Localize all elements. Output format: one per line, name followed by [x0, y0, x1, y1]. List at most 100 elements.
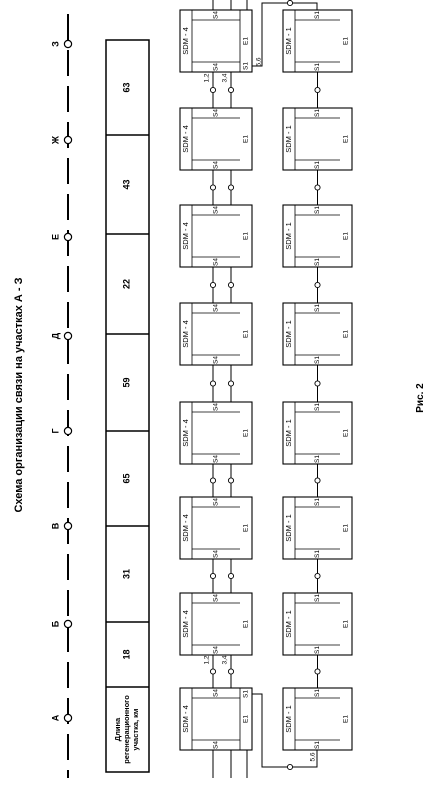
port-e1-label: E1 [243, 715, 250, 723]
section-length-value: 22 [121, 279, 131, 289]
fiber-coupler [227, 86, 235, 94]
table-header-label: регенерационного [122, 695, 131, 764]
port-e1-label: E1 [343, 715, 350, 723]
sdm1-label: SDM - 1 [284, 125, 293, 153]
fiber-coupler [209, 668, 217, 675]
port-s1-label: S1 [243, 690, 250, 698]
fiber-coupler [314, 380, 321, 387]
fiber-coupler [209, 281, 217, 289]
sdm1-label: SDM - 1 [284, 419, 293, 447]
port-e1-label: E1 [243, 524, 250, 532]
section-length-value: 59 [121, 377, 131, 387]
fiber-coupler [314, 668, 321, 675]
station-marker [63, 39, 73, 49]
port-s4-label: S4 [213, 206, 220, 214]
fiber-pair-label: 3,4 [222, 73, 229, 82]
table-header-label: участка, км [131, 708, 140, 750]
port-e1-label: E1 [243, 232, 250, 240]
sdm4-label: SDM - 4 [181, 514, 190, 542]
fiber-pair-label: 3,4 [222, 655, 229, 664]
figure-caption: Рис. 2 [415, 383, 426, 413]
port-e1-label: E1 [343, 330, 350, 338]
station-label: Д [50, 332, 60, 339]
station-marker [63, 521, 73, 531]
port-s4-label: S4 [213, 304, 220, 312]
station-label: В [50, 522, 60, 529]
sdm4-label: SDM - 4 [181, 419, 190, 447]
port-s1-label: S1 [314, 161, 321, 169]
port-e1-label: E1 [243, 135, 250, 143]
fiber-coupler [314, 86, 321, 94]
station-label: З [50, 41, 60, 47]
port-s4-label: S4 [213, 109, 220, 117]
port-e1-label: E1 [243, 37, 250, 45]
port-s4-label: S4 [213, 63, 220, 71]
fiber-coupler [209, 86, 217, 94]
sdm1-label: SDM - 1 [284, 514, 293, 542]
port-s1-label: S1 [314, 550, 321, 558]
port-s1-label: S1 [314, 11, 321, 19]
fiber-coupler [314, 281, 321, 289]
fiber-coupler [286, 0, 294, 7]
port-s1-label: S1 [314, 498, 321, 506]
station-label: Е [50, 234, 60, 240]
sdm4-label: SDM - 4 [181, 222, 190, 250]
port-e1-label: E1 [343, 232, 350, 240]
fiber-pair-label: 1,2 [204, 655, 211, 664]
sdm1-label: SDM - 1 [284, 705, 293, 733]
station-label: Ж [50, 135, 60, 145]
port-s1-label: S1 [314, 109, 321, 117]
port-s1-label: S1 [314, 258, 321, 266]
section-length-value: 43 [121, 179, 131, 189]
fiber-pair-label: 5,6 [256, 57, 263, 66]
port-e1-label: E1 [243, 429, 250, 437]
port-e1-label: E1 [343, 524, 350, 532]
fiber-coupler [227, 281, 235, 289]
fiber-coupler [209, 477, 217, 484]
sdm1-label: SDM - 1 [284, 320, 293, 348]
sdm4-label: SDM - 4 [181, 320, 190, 348]
fiber-coupler [227, 184, 235, 191]
port-s1-label: S1 [314, 594, 321, 602]
port-s1-label: S1 [314, 356, 321, 364]
port-s4-label: S4 [213, 11, 220, 19]
port-s1-label: S1 [314, 455, 321, 463]
port-s4-label: S4 [213, 498, 220, 506]
port-s4-label: S4 [213, 646, 220, 654]
port-s1-label: S1 [314, 646, 321, 654]
port-s4-label: S4 [213, 689, 220, 697]
port-e1-label: E1 [243, 330, 250, 338]
station-label: Б [50, 620, 60, 627]
port-s4-label: S4 [213, 741, 220, 749]
port-e1-label: E1 [343, 429, 350, 437]
fiber-coupler [209, 572, 217, 580]
sdm4-label: SDM - 4 [181, 27, 190, 55]
sdm1-label: SDM - 1 [284, 610, 293, 638]
fiber-coupler [314, 184, 321, 191]
fiber-coupler [209, 184, 217, 191]
fiber-coupler [314, 477, 321, 484]
port-s1-label: S1 [314, 741, 321, 749]
diagram-title: Схема организации связи на участках А - … [13, 277, 25, 512]
port-s4-label: S4 [213, 550, 220, 558]
port-s4-label: S4 [213, 594, 220, 602]
cross-link-bottom [246, 693, 318, 768]
station-label: Г [50, 428, 60, 433]
port-e1-label: E1 [243, 620, 250, 628]
station-marker [63, 619, 73, 629]
fiber-coupler [314, 572, 321, 580]
cross-link-top [246, 2, 318, 67]
section-length-table [105, 39, 150, 773]
sdm4-label: SDM - 4 [181, 705, 190, 733]
fiber-pair-label: 5,6 [310, 752, 317, 761]
port-e1-label: E1 [343, 37, 350, 45]
station-marker [63, 713, 73, 723]
port-s4-label: S4 [213, 161, 220, 169]
port-s1-label: S1 [314, 63, 321, 71]
port-e1-label: E1 [343, 620, 350, 628]
port-s4-label: S4 [213, 455, 220, 463]
station-label: А [50, 714, 60, 721]
port-s1-label: S1 [314, 206, 321, 214]
port-s1-label: S1 [314, 304, 321, 312]
